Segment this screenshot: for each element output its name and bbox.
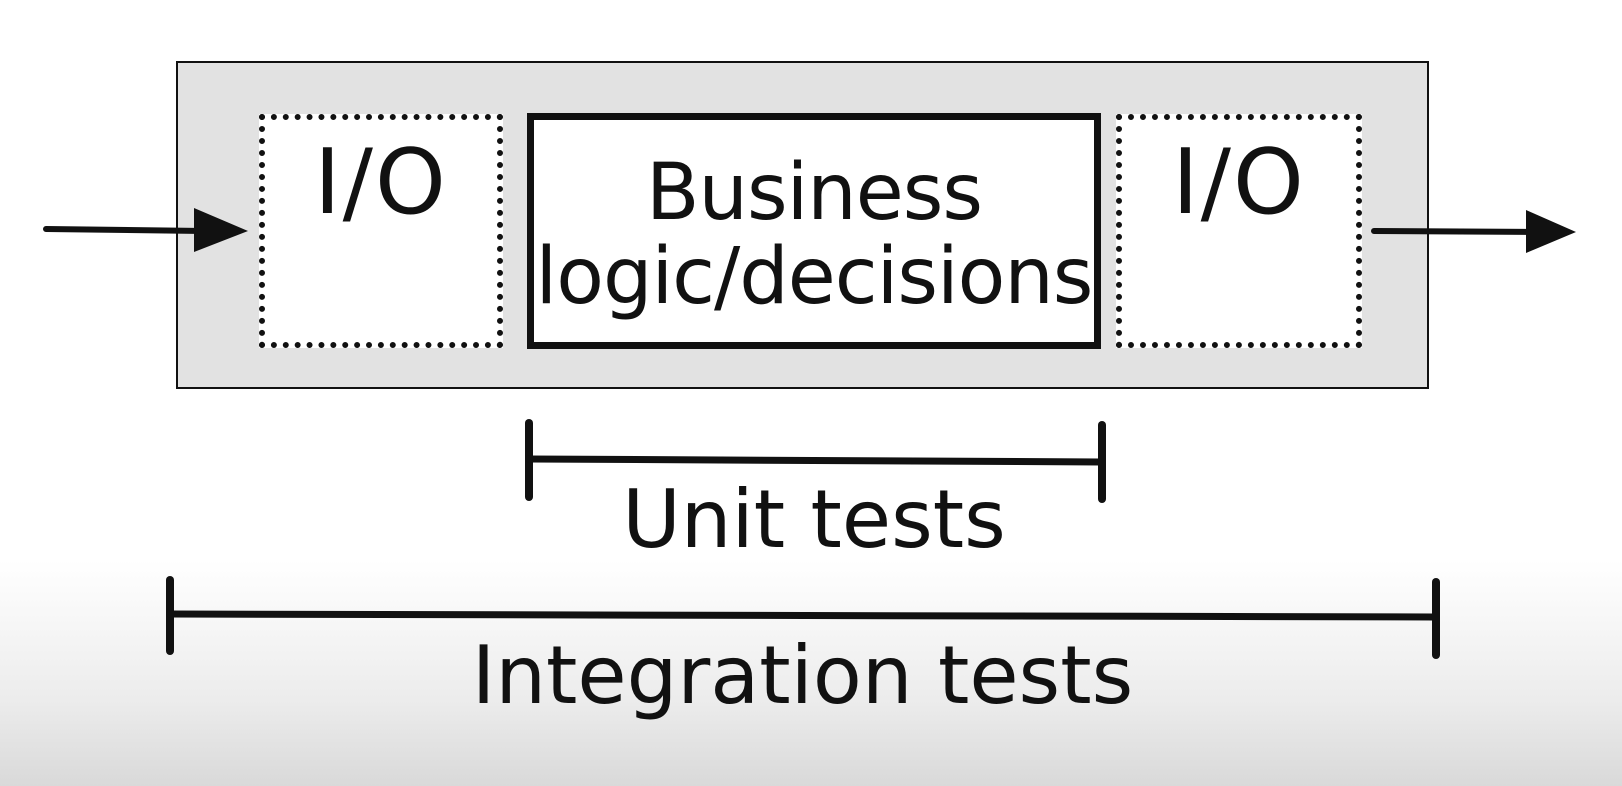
io-right-label: I/O: [1172, 130, 1306, 235]
unit-tests-label: Unit tests: [622, 473, 1006, 566]
io-left-box: I/O: [259, 114, 503, 348]
business-logic-title-line1: Business: [646, 148, 983, 238]
business-logic-box: Business logic/decisions: [527, 113, 1101, 349]
integration-tests-bracket: [166, 576, 1440, 659]
integration-tests-label: Integration tests: [471, 629, 1134, 722]
io-left-label: I/O: [314, 130, 448, 235]
io-right-box: I/O: [1116, 114, 1362, 348]
output-arrow-head: [1526, 210, 1576, 253]
business-logic-title-line2: logic/decisions: [535, 232, 1094, 322]
input-arrow-shaft: [43, 226, 207, 234]
unit-tests-bracket: [525, 419, 1106, 503]
output-arrow-shaft: [1371, 228, 1539, 235]
unit-bracket-bar: [525, 455, 1105, 466]
integration-bracket-bar: [166, 610, 1438, 621]
input-arrow-head: [194, 208, 248, 252]
